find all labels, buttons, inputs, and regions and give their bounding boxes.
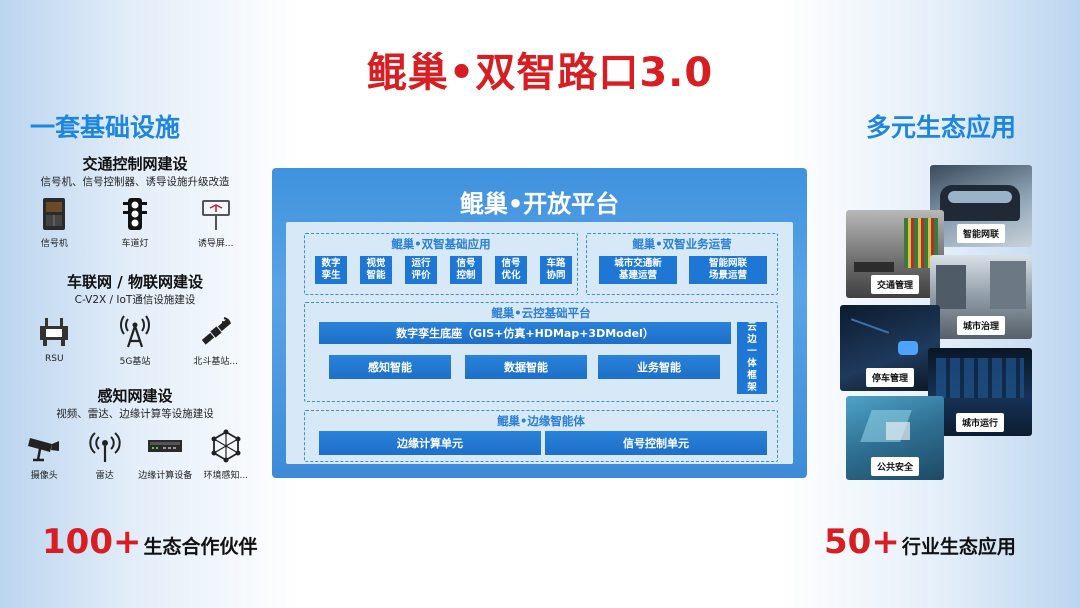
edge-compute-unit-bar: 边缘计算单元 — [319, 431, 541, 455]
stat-text: 生态合作伙伴 — [143, 536, 258, 558]
infra-title: 交通控制网建设 — [82, 155, 188, 173]
edge-agent-box: 鲲巢•边缘智能体 边缘计算单元 信号控制单元 — [304, 410, 778, 462]
radar-icon — [89, 432, 121, 462]
app-photo-public-safety: 公共安全 — [846, 396, 944, 480]
left-section-title: 一套基础设施 — [30, 113, 181, 142]
infra-item-label: 诱导屏... — [197, 239, 234, 249]
business-ops-title: 鲲巢•双智业务运营 — [632, 237, 732, 251]
business-ops-box: 鲲巢•双智业务运营 城市交通新 基建运营 智能网联 场景运营 — [586, 233, 778, 295]
infra-item: 诱导屏... — [186, 196, 246, 249]
infra-item: 5G基站 — [105, 314, 165, 367]
infra-v2x-iot: 车联网 / 物联网建设 C-V2X / IoT通信设施建设 RSU 5G基站 — [0, 272, 270, 367]
infra-perception: 感知网建设 视频、雷达、边缘计算等设施建设 摄像头 雷达 — [0, 386, 270, 481]
left-background-wing — [0, 0, 300, 608]
infra-item-label: 摄像头 — [30, 471, 58, 481]
page-title: 鲲巢•双智路口3.0 — [366, 50, 714, 96]
chip-city-infra-ops: 城市交通新 基建运营 — [599, 256, 677, 284]
infra-item-label: 边缘计算设备 — [138, 471, 193, 481]
infra-item: 车道灯 — [105, 196, 165, 249]
data-intel-bar: 数据智能 — [465, 355, 587, 379]
stat-number: 100+ — [42, 522, 142, 562]
infra-item: 环境感知... — [196, 428, 256, 481]
traffic-light-icon — [122, 198, 147, 230]
app-label: 停车管理 — [865, 368, 915, 387]
infra-traffic-control: 交通控制网建设 信号机、信号控制器、诱导设施升级改造 信号机 车道灯 — [0, 154, 270, 249]
cloud-edge-framework: 云 边 一 体 框 架 — [737, 322, 767, 394]
business-intel-bar: 业务智能 — [598, 355, 720, 379]
infra-item: 摄像头 — [14, 428, 74, 481]
infra-item-label: 信号机 — [40, 239, 68, 249]
chip-signal-control: 信号 控制 — [450, 256, 482, 284]
chip-icv-scene-ops: 智能网联 场景运营 — [689, 256, 767, 284]
app-label: 交通管理 — [870, 275, 920, 294]
platform-inner: 鲲巢•双智基础应用 数字 孪生 视觉 智能 运行 评价 信号 控制 信号 优化 … — [286, 222, 793, 464]
infra-item-label: 雷达 — [95, 471, 114, 481]
cloud-control-title: 鲲巢•云控基础平台 — [491, 306, 591, 320]
cloud-control-box: 鲲巢•云控基础平台 数字孪生底座（GIS+仿真+HDMap+3DModel） 感… — [304, 302, 778, 402]
chip-v2x: 车路 协同 — [540, 256, 572, 284]
stat-partners: 100+ 生态合作伙伴 — [42, 522, 257, 562]
app-photo-city-operation: 城市运行 — [928, 348, 1032, 436]
app-label: 公共安全 — [870, 457, 920, 476]
perception-intel-bar: 感知智能 — [329, 355, 451, 379]
app-label: 城市治理 — [956, 316, 1006, 335]
signal-control-unit-bar: 信号控制单元 — [545, 431, 767, 455]
infra-item: 边缘计算设备 — [135, 428, 195, 481]
infra-title: 感知网建设 — [97, 387, 173, 405]
edge-agent-title: 鲲巢•边缘智能体 — [497, 414, 585, 428]
infra-item-label: RSU — [45, 354, 64, 364]
infra-item: 雷达 — [75, 428, 135, 481]
app-label: 智能网联 — [956, 224, 1006, 243]
stat-number: 50+ — [824, 522, 900, 562]
infra-item-label: 北斗基站... — [193, 357, 238, 367]
basic-app-title: 鲲巢•双智基础应用 — [391, 237, 491, 251]
env-sensing-icon — [211, 429, 241, 463]
infra-subtitle: 信号机、信号控制器、诱导设施升级改造 — [40, 176, 230, 188]
infra-title: 车联网 / 物联网建设 — [67, 273, 203, 291]
app-photo-parking-management: 停车管理 — [840, 305, 940, 391]
camera-icon — [28, 438, 60, 462]
infra-item-label: 5G基站 — [119, 357, 151, 367]
rsu-icon — [40, 318, 69, 346]
stat-text: 行业生态应用 — [901, 536, 1016, 558]
stat-industry-apps: 50+ 行业生态应用 — [824, 522, 1016, 562]
right-section-title: 多元生态应用 — [865, 113, 1016, 142]
signal-cabinet-icon — [43, 198, 66, 230]
infra-item-label: 环境感知... — [203, 471, 249, 481]
basic-app-box: 鲲巢•双智基础应用 数字 孪生 视觉 智能 运行 评价 信号 控制 信号 优化 … — [304, 233, 578, 295]
antenna-5g-icon — [119, 315, 150, 348]
guidance-screen-icon — [201, 200, 230, 230]
open-platform-panel: 鲲巢•开放平台 鲲巢•双智基础应用 数字 孪生 视觉 智能 运行 评价 信号 控… — [272, 168, 807, 478]
chip-signal-opt: 信号 优化 — [495, 256, 527, 284]
infra-subtitle: 视频、雷达、边缘计算等设施建设 — [56, 408, 214, 420]
chip-run-eval: 运行 评价 — [405, 256, 437, 284]
digital-twin-base-bar: 数字孪生底座（GIS+仿真+HDMap+3DModel） — [319, 322, 731, 344]
infra-subtitle: C-V2X / IoT通信设施建设 — [74, 294, 196, 306]
infra-item: RSU — [24, 314, 84, 367]
infra-item: 信号机 — [24, 196, 84, 249]
infra-item: 北斗基站... — [186, 314, 246, 367]
app-photo-city-governance: 城市治理 — [930, 255, 1032, 339]
edge-computing-icon — [148, 440, 183, 452]
chip-digital-twin: 数字 孪生 — [315, 256, 347, 284]
infra-item-label: 车道灯 — [121, 239, 149, 249]
app-label: 城市运行 — [955, 413, 1005, 432]
platform-title: 鲲巢•开放平台 — [459, 190, 620, 218]
satellite-icon — [201, 317, 231, 345]
chip-visual-intel: 视觉 智能 — [360, 256, 392, 284]
app-photo-intelligent-connected: 智能网联 — [930, 165, 1032, 247]
